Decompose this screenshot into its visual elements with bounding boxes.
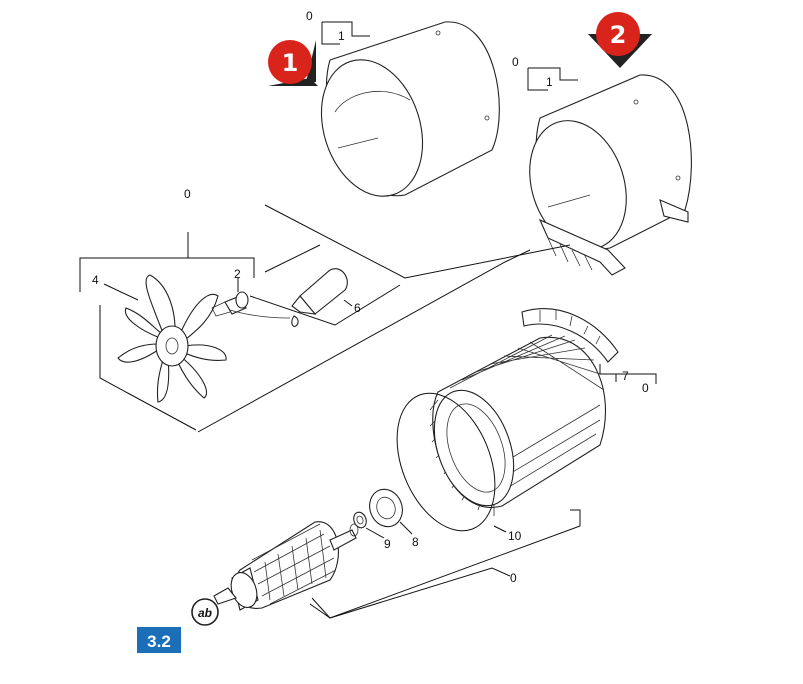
- callout-sleeve-a: 0 1: [306, 9, 370, 45]
- fan-screw: [211, 291, 291, 319]
- callout-sleeve-a-group: 0: [306, 9, 313, 23]
- ball-bearing: [369, 488, 403, 528]
- wave-washer: [353, 511, 367, 529]
- callout-washer-label: 9: [384, 537, 391, 551]
- callout-o-ring-label: 10: [508, 529, 522, 543]
- assembly-lines: [99, 204, 581, 619]
- callout-screw: 2: [234, 267, 241, 292]
- threadlock-adhesive: [291, 268, 348, 327]
- callout-o-ring: 10: [493, 525, 522, 543]
- variant-1-badge: 1: [268, 40, 318, 86]
- callout-screw-label: 2: [234, 267, 241, 281]
- ab-symbol: ab: [191, 598, 219, 626]
- version-tag: 3.2: [137, 627, 181, 653]
- rotor-armature: [213, 521, 359, 611]
- callout-brush-strip-label: 7: [622, 369, 629, 383]
- cooling-fan: [117, 274, 227, 403]
- callout-sleeve-b-group: 0: [512, 55, 519, 69]
- callout-brush-group-label: 0: [642, 381, 649, 395]
- motor-sleeve-variant-2: [529, 74, 692, 276]
- callout-adhesive-label: 6: [354, 301, 361, 315]
- motor-sleeve-variant-1: [320, 21, 500, 197]
- fan-group-bracket: 0: [79, 187, 255, 292]
- callout-sleeve-b-part: 1: [546, 75, 553, 89]
- variant-2-badge-text: 2: [610, 21, 627, 49]
- o-ring: [396, 392, 496, 532]
- callout-adhesive: 6: [343, 299, 361, 315]
- variant-1-badge-text: 1: [282, 49, 299, 77]
- version-tag-text: 3.2: [147, 632, 171, 651]
- callout-sleeve-b: 0 1: [512, 55, 578, 91]
- callout-bearing: 8: [399, 521, 419, 549]
- callout-fan-group: 0: [184, 187, 191, 201]
- callout-sleeve-a-part: 1: [338, 29, 345, 43]
- callout-fan-label: 4: [92, 273, 99, 287]
- brush-holder-strip: [521, 308, 619, 363]
- callout-brush-strip: 7 0: [599, 364, 657, 395]
- ab-symbol-text: ab: [198, 606, 212, 620]
- callout-rotor-group-label: 0: [510, 571, 517, 585]
- callout-washer: 9: [365, 527, 391, 551]
- callout-rotor-group: 0: [311, 567, 517, 619]
- callout-fan: 4: [92, 273, 139, 301]
- motor-stator-housing: [429, 334, 607, 516]
- variant-2-badge: 2: [588, 12, 652, 68]
- callout-bearing-label: 8: [412, 535, 419, 549]
